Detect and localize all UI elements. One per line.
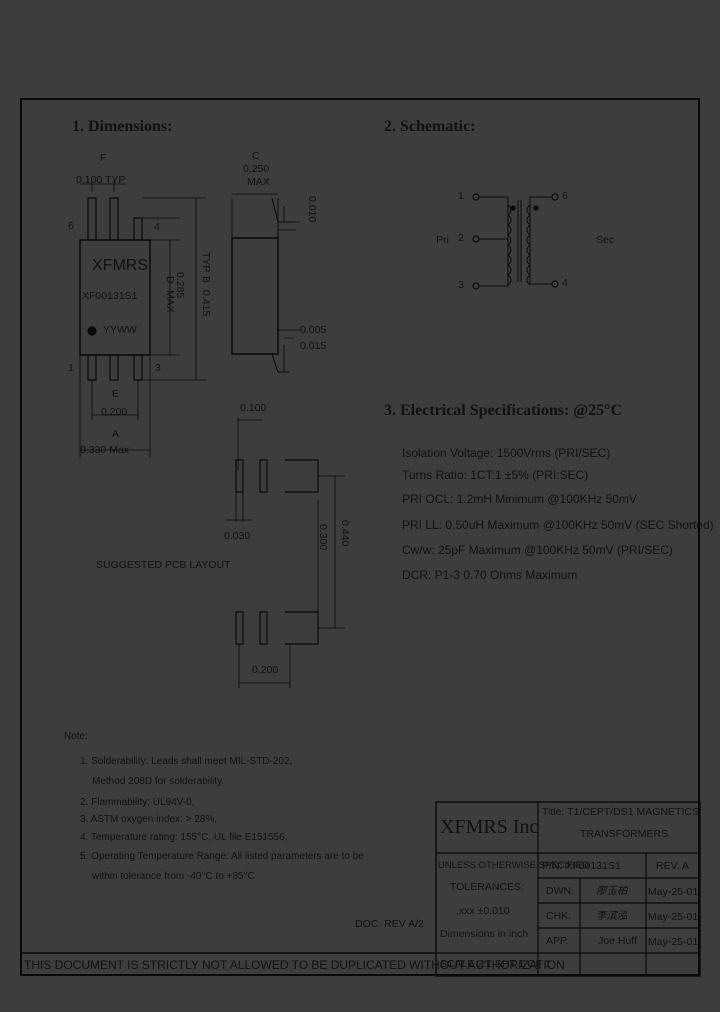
dim-lead-thickness: 0.010 [306, 196, 318, 223]
dim-d-max: MAX [164, 290, 176, 313]
footer-copyright-notice: THIS DOCUMENT IS STRICTLY NOT ALLOWED TO… [24, 958, 565, 972]
note-item: 5. Operating Temperature Range: All list… [80, 851, 364, 862]
title-block-chk-date: May-25-01 [648, 911, 699, 923]
note-item: 1. Solderability: Leads shall meet MIL-S… [80, 756, 293, 767]
title-block-dwn-label: DWN. [546, 885, 574, 897]
note-item: 4. Temperature rating: 155°C, UL file E1… [80, 832, 288, 843]
title-block-pn: P/N: XF00131S1 [542, 860, 621, 872]
title-block-dwn-date: May-25-01 [648, 886, 699, 898]
pcb-pad [235, 459, 244, 493]
pcb-outer-spacing: 0.440 [339, 520, 351, 547]
section-electrical-heading: 3. Electrical Specifications: @25°C [384, 402, 623, 419]
pcb-row-spacing: 0.300 [317, 524, 329, 551]
title-block-unless: UNLESS OTHERWISE SPECIFIED [438, 860, 589, 871]
notes-title: Note: [64, 731, 88, 742]
schematic-sec-label: Sec [596, 234, 615, 246]
schematic-pin-3: 3 [458, 279, 464, 291]
title-block-appr-date: May-25-01 [648, 936, 699, 948]
title-block-chk-signature: 李滨泓 [596, 910, 628, 922]
part-number-marking: XF00131S1 [82, 290, 138, 302]
dim-b-value: 0.415 [200, 290, 212, 317]
note-item: within tolerance from -40°C to +85°C [92, 871, 255, 882]
title-block-tol-value: .xxx ±0.010 [456, 905, 510, 917]
dim-a-value: 0.330 Max [80, 444, 130, 456]
dim-lead-min: 0.005 [300, 324, 327, 336]
dim-d-label: D [164, 276, 176, 284]
dim-c-max: MAX [247, 176, 270, 188]
dim-b-typ: TYP [200, 252, 212, 273]
note-item: Method 208D for solderability. [92, 776, 225, 787]
title-block-scale: SCALE 2:1 SHT 1 OF 1 [440, 958, 551, 970]
spec-dcr: DCR: P1-3 0.70 Ohms Maximum [402, 568, 578, 582]
pcb-pad-gap: 0.030 [224, 530, 251, 542]
schematic-pin-1: 1 [458, 190, 464, 202]
dim-lead-max: 0.015 [300, 340, 327, 352]
dim-pitch: 0.100 TYP [76, 174, 126, 186]
title-block-chk-label: CHK. [546, 910, 572, 922]
schematic-pin-4: 4 [562, 277, 568, 289]
pin-1-label: 1 [68, 362, 74, 374]
package-top-view [79, 239, 151, 356]
title-block-appr-label: APP. [546, 935, 569, 947]
title-block-dwn-signature: 廖玉柏 [596, 885, 628, 897]
spec-pri-ocl: PRI OCL: 1.2mH Minimum @100KHz 50mV [402, 492, 637, 506]
dim-c-label: C [252, 150, 260, 162]
pcb-pad [235, 611, 244, 645]
schematic-pin-6: 6 [562, 190, 568, 202]
section-schematic-heading: 2. Schematic: [384, 118, 476, 135]
pcb-pad [259, 611, 268, 645]
title-block-company: XFMRS Inc [440, 816, 539, 838]
spec-isolation: Isolation Voltage: 1500Vrms (PRI/SEC) [402, 446, 611, 460]
dim-b-label: B [200, 276, 212, 284]
schematic-pri-label: Pri [436, 234, 449, 246]
pin1-dot [87, 326, 97, 336]
title-block-tolerances: TOLERANCES: [450, 881, 524, 893]
title-block-title-1: Title: T1/CEPT/DS1 MAGNETICS [542, 806, 699, 818]
title-block-dims-in: Dimensions in inch [440, 928, 529, 940]
spec-turns-ratio: Turns Ratio: 1CT:1 ±5% (PRI:SEC) [402, 468, 589, 482]
dim-a-label: A [112, 428, 120, 440]
dim-c-value: 0.250 [243, 163, 270, 175]
dim-e-label: E [112, 388, 120, 400]
note-item: 2. Flammability: UL94V-0, [80, 797, 195, 808]
dim-f-label: F [100, 152, 107, 164]
pcb-layout-title: SUGGESTED PCB LAYOUT [96, 559, 231, 571]
section-dimensions-heading: 1. Dimensions: [72, 118, 173, 135]
pcb-pitch: 0.200 [252, 664, 279, 676]
pcb-pad [259, 459, 268, 493]
doc-revision: DOC. REV A/2 [355, 918, 424, 930]
date-code-marking: YYWW [103, 324, 137, 336]
drawing-sheet [20, 98, 700, 976]
spec-cww: Cw/w: 25pF Maximum @100KHz 50mV (PRI/SEC… [402, 543, 673, 557]
schematic-pin-2: 2 [458, 232, 464, 244]
pcb-pad-width: 0.100 [240, 402, 267, 414]
note-item: 3. ASTM oxygen index: > 28%, [80, 814, 218, 825]
pin-4-label: 4 [154, 221, 160, 233]
part-logo-marking: XFMRS [92, 257, 148, 274]
package-side-view [231, 237, 279, 355]
title-block-rev: REV. A [656, 860, 689, 872]
pin-6-label: 6 [68, 220, 74, 232]
pin-3-label: 3 [155, 362, 161, 374]
title-block-title-2: TRANSFORMERS [580, 828, 669, 840]
dim-e-value: 0.200 [101, 406, 128, 418]
spec-pri-ll: PRI LL: 0.50uH Maximum @100KHz 50mV (SEC… [402, 518, 714, 532]
title-block-appr-name: Joe Huff [598, 935, 637, 947]
